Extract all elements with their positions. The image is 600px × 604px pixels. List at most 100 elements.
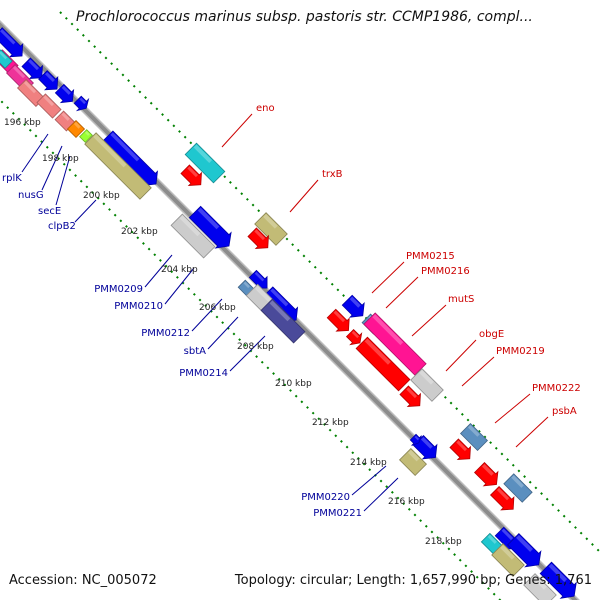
forward-gene-label-7: PMM0219 <box>496 346 545 357</box>
gene-block-38 <box>503 473 533 503</box>
gene-block-7 <box>16 78 46 108</box>
gene-block-31 <box>345 328 363 346</box>
gene-block-26 <box>260 298 306 344</box>
gene-block-46 <box>491 543 525 577</box>
forward-gene-label-5: mutS <box>448 294 474 305</box>
gene-block-33 <box>410 368 444 402</box>
forward-gene-label-1: eno <box>256 103 275 114</box>
scale-label-9: 212 kbp <box>312 418 349 428</box>
forward-leader-9 <box>515 416 549 448</box>
gene-block-36 <box>449 438 471 460</box>
gene-block-9 <box>36 93 62 119</box>
gene-block-10 <box>73 95 90 112</box>
gene-block-27 <box>341 294 365 318</box>
gene-block-19 <box>247 227 269 249</box>
gene-block-16 <box>184 142 226 184</box>
reverse-gene-label-1: rplK <box>2 173 22 184</box>
forward-track-dotted <box>59 11 600 553</box>
reverse-leader-2 <box>41 145 63 191</box>
gene-block-41 <box>398 447 428 477</box>
reverse-leader-5 <box>144 254 173 288</box>
forward-gene-label-2: trxB <box>322 169 343 180</box>
gene-block-48 <box>523 573 557 604</box>
reverse-gene-label-8: sbtA <box>184 346 206 357</box>
forward-gene-label-6: obgE <box>479 329 504 340</box>
scale-label-11: 216 kbp <box>388 497 425 507</box>
reverse-leader-8 <box>207 316 239 350</box>
forward-leader-2 <box>289 179 319 213</box>
scale-labels: 196 kbp 198 kbp 200 kbp 202 kbp 204 kbp 206 k… <box>4 118 462 547</box>
gene-block-8 <box>54 83 75 104</box>
gene-block-35 <box>459 422 489 452</box>
forward-leader-7 <box>461 356 495 387</box>
map-title: Prochlorococcus marinus subsp. pastoris … <box>76 9 533 25</box>
track-lines <box>0 11 600 604</box>
gene-block-17 <box>180 164 202 186</box>
forward-gene-label-8: PMM0222 <box>532 383 581 394</box>
reverse-leader-10 <box>351 465 387 496</box>
gene-block-6 <box>38 70 59 91</box>
scale-label-2: 198 kbp <box>42 154 79 164</box>
forward-gene-label-4: PMM0216 <box>421 266 470 277</box>
scale-label-10: 214 kbp <box>350 458 387 468</box>
gene-block-45 <box>507 533 542 568</box>
gene-block-34 <box>399 385 421 407</box>
reverse-gene-label-5: PMM0209 <box>94 284 143 295</box>
gene-block-39 <box>489 485 515 511</box>
scale-label-1: 196 kbp <box>4 118 41 128</box>
accession-text: Accession: NC_005072 <box>9 573 157 588</box>
gene-features <box>0 27 577 604</box>
forward-leader-6 <box>445 339 477 372</box>
reverse-gene-label-10: PMM0220 <box>301 492 350 503</box>
gene-block-12 <box>66 119 86 139</box>
scale-label-5: 204 kbp <box>161 265 198 275</box>
gene-block-15 <box>84 132 152 200</box>
scale-label-4: 202 kbp <box>121 227 158 237</box>
scale-label-3: 200 kbp <box>83 191 120 201</box>
reverse-leader-9 <box>229 335 266 372</box>
gene-labels: enotrxBPMM0215PMM0216mutSobgEPMM0219PMM0… <box>2 103 581 519</box>
gene-block-3 <box>0 49 13 69</box>
reverse-leader-11 <box>363 477 399 512</box>
gene-block-11 <box>54 110 76 132</box>
gene-block-42 <box>409 433 422 446</box>
scale-label-7: 208 kbp <box>237 342 274 352</box>
reverse-gene-label-9: PMM0214 <box>179 368 228 379</box>
reverse-gene-label-2: nusG <box>18 190 44 201</box>
gene-block-1 <box>0 27 24 58</box>
forward-leader-4 <box>385 276 419 309</box>
scale-label-6: 206 kbp <box>199 303 236 313</box>
scale-label-12: 218 kbp <box>425 537 462 547</box>
forward-leader-3 <box>371 261 405 294</box>
label-leader-lines <box>21 113 549 512</box>
gene-block-20 <box>188 205 232 249</box>
gene-block-29 <box>363 312 427 376</box>
reverse-leader-6 <box>164 267 195 305</box>
gene-block-18 <box>254 212 288 246</box>
gene-block-21 <box>170 213 216 259</box>
forward-leader-8 <box>494 393 531 424</box>
gene-block-32 <box>355 336 411 392</box>
topology-text: Topology: circular; Length: 1,657,990 bp… <box>234 573 592 588</box>
reverse-leader-1 <box>21 133 49 173</box>
reverse-gene-label-3: secE <box>38 206 61 217</box>
gene-block-4 <box>21 57 43 79</box>
reverse-gene-label-7: PMM0212 <box>141 328 190 339</box>
reverse-leader-7 <box>191 298 223 332</box>
forward-gene-label-9: psbA <box>552 406 577 417</box>
reverse-leader-3 <box>55 155 71 206</box>
reverse-gene-label-6: PMM0210 <box>114 301 163 312</box>
forward-gene-label-3: PMM0215 <box>406 251 455 262</box>
forward-leader-1 <box>221 113 253 148</box>
reverse-leader-4 <box>74 199 97 223</box>
forward-leader-5 <box>411 304 447 337</box>
reverse-gene-label-11: PMM0221 <box>313 508 362 519</box>
gene-block-30 <box>326 308 350 332</box>
gene-block-37 <box>473 461 499 487</box>
scale-label-8: 210 kbp <box>275 379 312 389</box>
gene-block-13 <box>79 129 93 143</box>
reverse-gene-label-4: clpB2 <box>48 221 76 232</box>
gene-block-47 <box>539 561 577 599</box>
